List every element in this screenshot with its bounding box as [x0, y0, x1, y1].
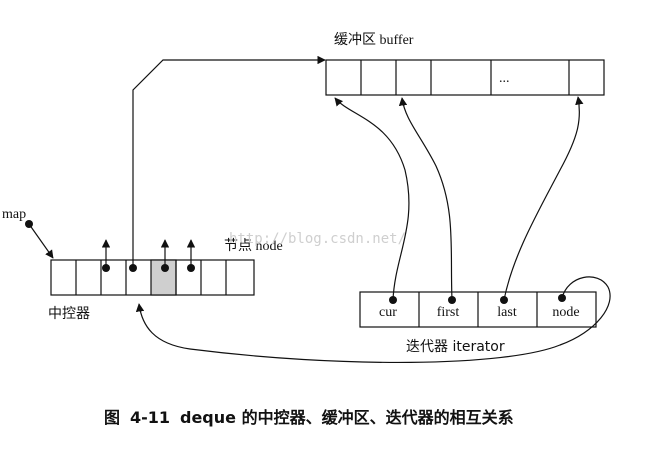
map-label: map — [2, 207, 26, 222]
buffer-frame — [325, 59, 605, 96]
connectors — [25, 55, 611, 364]
cur-pointer-arrow — [334, 97, 410, 301]
iterator-field-cur: cur — [379, 305, 397, 320]
buffer-block: 缓冲区 buffer ... — [325, 32, 605, 96]
controller-label: 中控器 — [48, 306, 90, 322]
node-to-buffer-arrow — [132, 55, 326, 268]
first-pointer-arrow — [398, 97, 453, 301]
iterator-field-last: last — [497, 305, 517, 320]
node-label: 节点 node — [224, 238, 283, 254]
caption-number: 4-11 — [130, 408, 170, 427]
map-pointer-arrow — [28, 223, 54, 259]
caption-prefix: 图 — [104, 408, 120, 427]
iterator-field-first: first — [437, 305, 460, 320]
iterator-title: 迭代器 iterator — [406, 339, 505, 355]
node-field-loop-arrow — [135, 276, 611, 364]
iterator-field-node: node — [552, 305, 579, 320]
last-pointer-arrow — [503, 96, 584, 301]
watermark-text: http://blog.csdn.net/ — [229, 231, 406, 247]
controller-block: map 中控器 节点 node http://blog.csdn.net/ — [2, 207, 406, 322]
caption-text: deque 的中控器、缓冲区、迭代器的相互关系 — [180, 408, 514, 427]
buffer-ellipsis: ... — [499, 71, 510, 86]
iterator-block: cur first last node 迭代器 iterator — [359, 291, 597, 355]
figure-caption: 图 4-11 deque 的中控器、缓冲区、迭代器的相互关系 — [104, 408, 514, 427]
buffer-title: 缓冲区 buffer — [334, 32, 414, 48]
